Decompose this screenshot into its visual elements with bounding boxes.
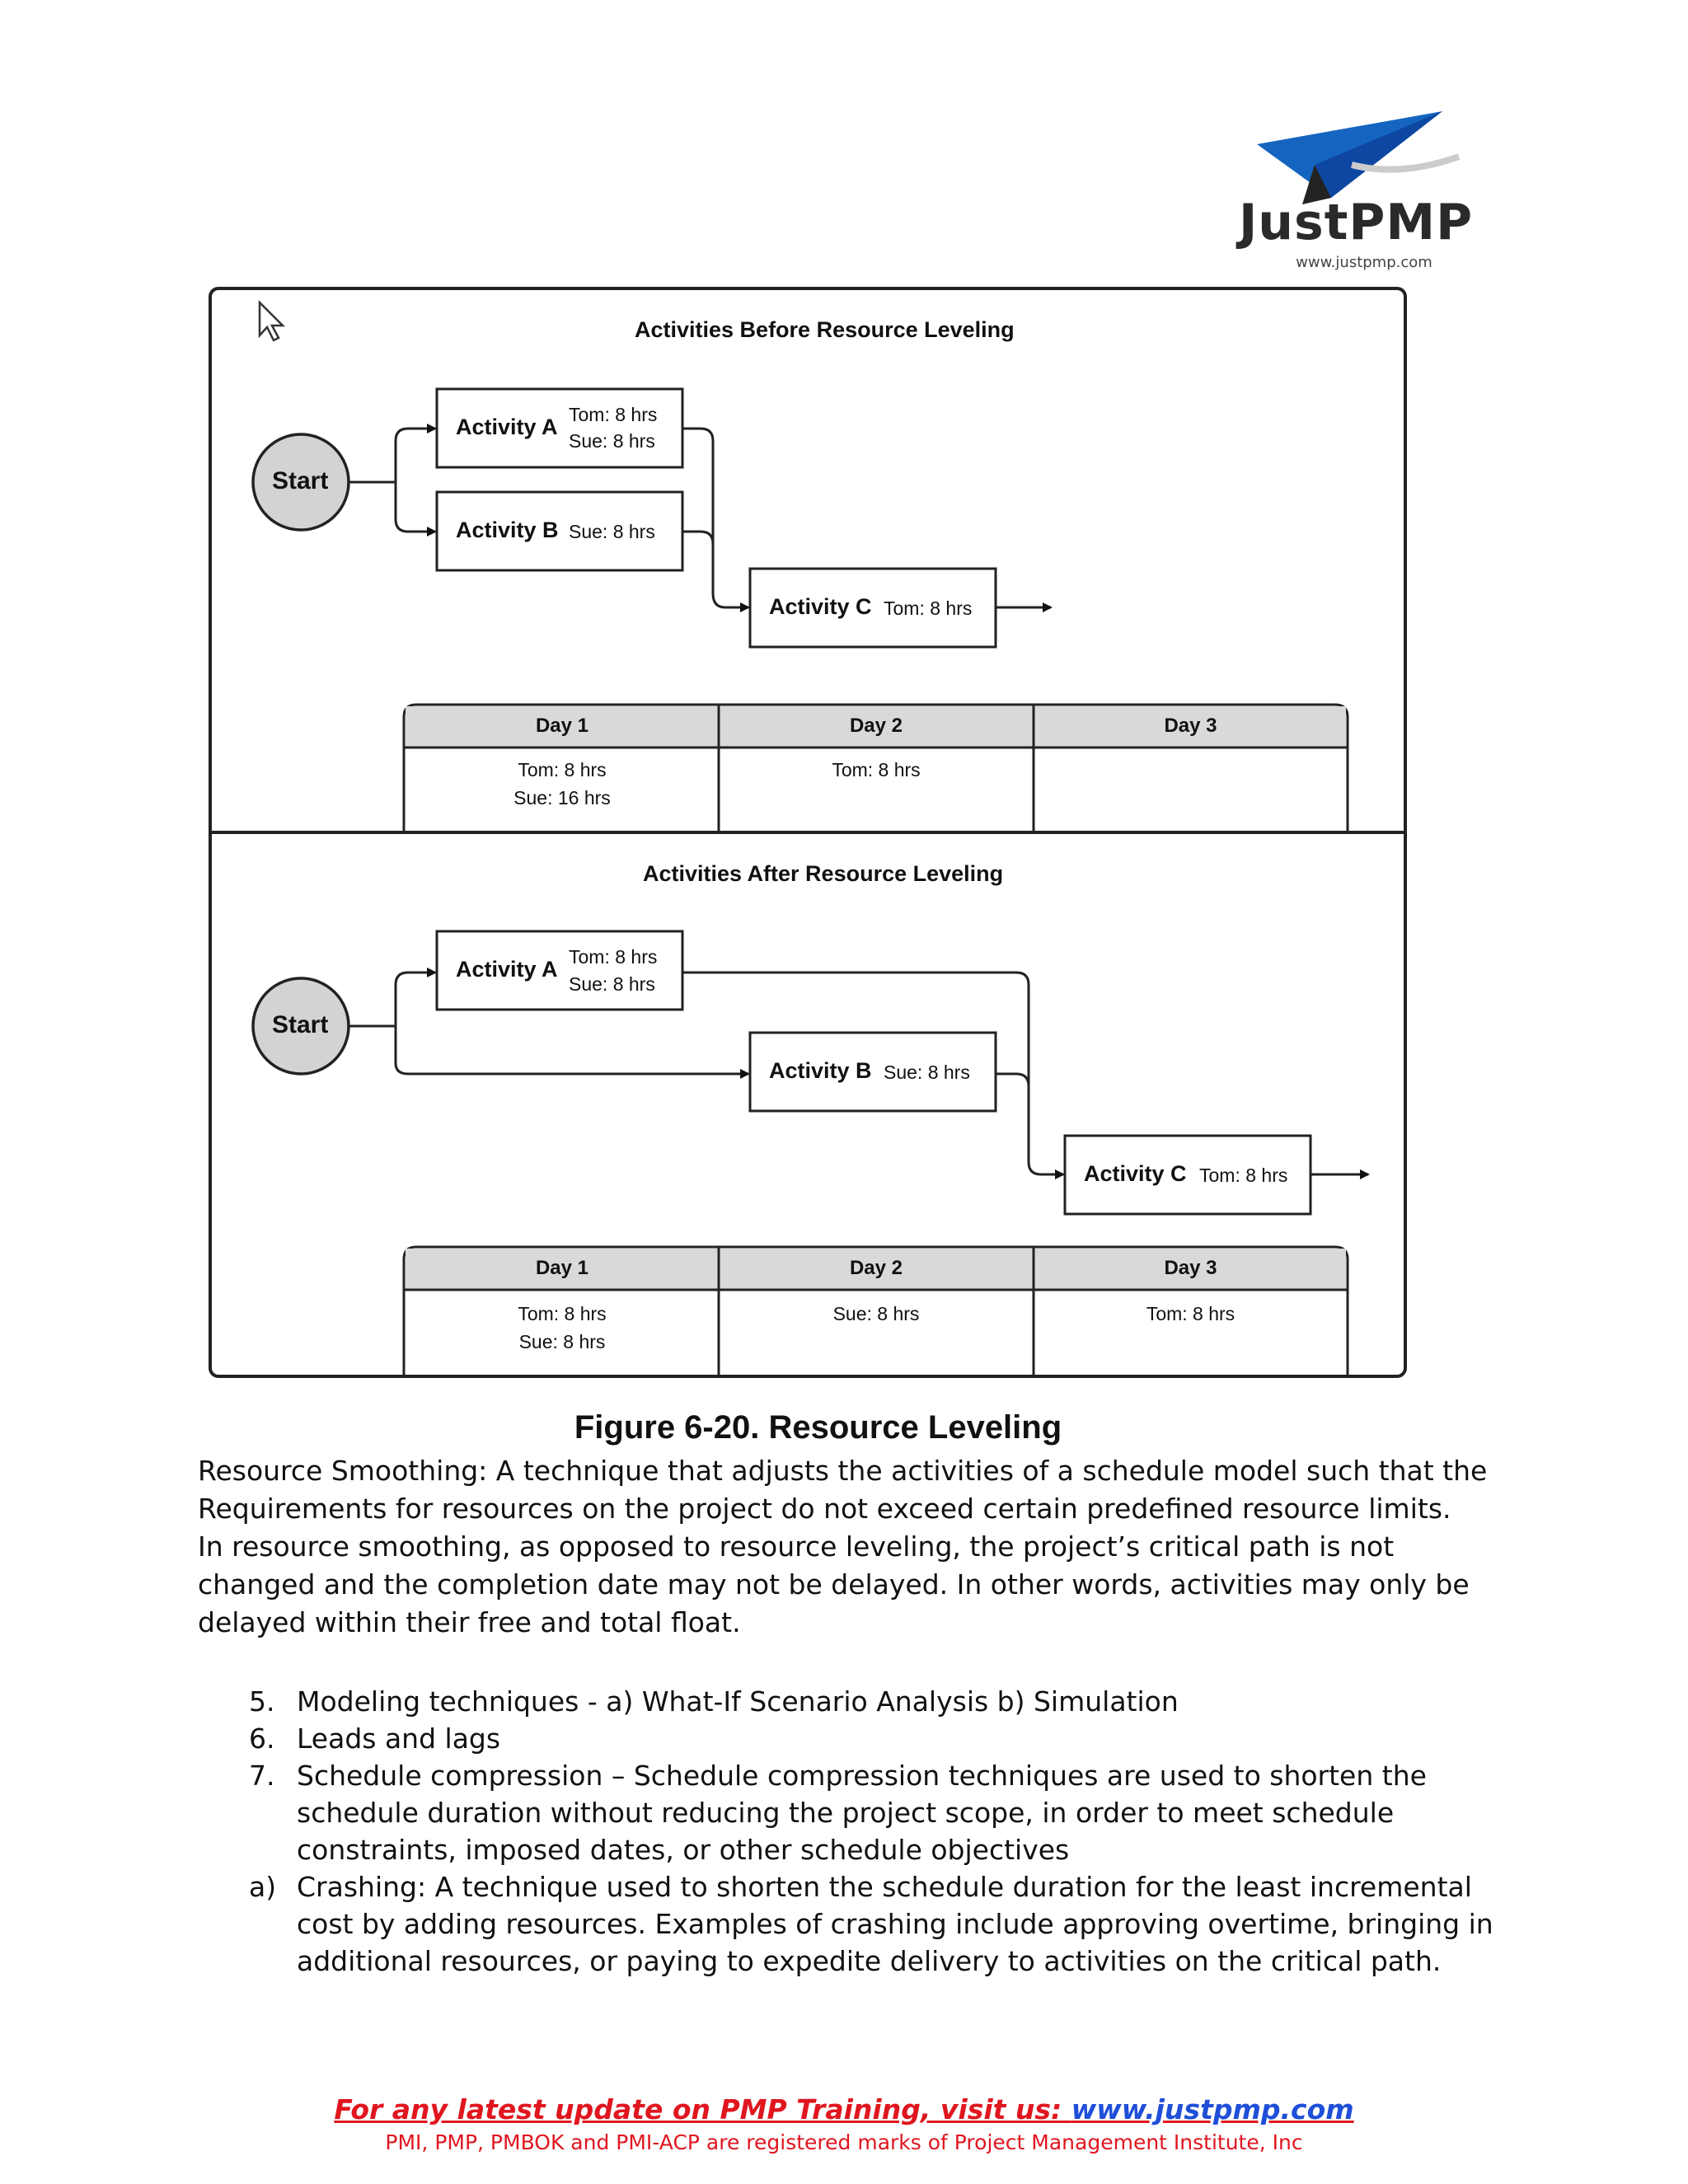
- paper-plane-icon: [1257, 111, 1461, 204]
- before-activity-c-name: Activity C: [769, 594, 872, 619]
- list-item: 6. Leads and lags: [198, 1720, 1517, 1757]
- page-footer: For any latest update on PMP Training, v…: [0, 2093, 1688, 2154]
- list-item: 7. Schedule compression – Schedule compr…: [198, 1757, 1517, 1868]
- after-activity-c-name: Activity C: [1084, 1161, 1187, 1186]
- before-activity-a-res-1: Tom: 8 hrs: [569, 404, 658, 425]
- list-item: a) Crashing: A technique used to shorten…: [198, 1868, 1517, 1980]
- list-item: 5. Modeling techniques - a) What-If Scen…: [198, 1683, 1517, 1720]
- after-activity-b-name: Activity B: [769, 1058, 872, 1083]
- after-title: Activities After Resource Leveling: [643, 861, 1004, 886]
- after-activity-a-res-2: Sue: 8 hrs: [569, 973, 655, 995]
- paragraph-smoothing-detail: In resource smoothing, as opposed to res…: [198, 1530, 1470, 1638]
- after-start-node: Start: [272, 1011, 329, 1038]
- before-activity-a-res-2: Sue: 8 hrs: [569, 430, 655, 452]
- before-start-node: Start: [272, 467, 329, 494]
- logo-name: JustPMP: [1238, 194, 1474, 251]
- before-activity-b-name: Activity B: [456, 518, 559, 542]
- paragraph-resource-smoothing: Resource Smoothing: A technique that adj…: [198, 1455, 1488, 1525]
- footer-promo: For any latest update on PMP Training, v…: [0, 2093, 1688, 2125]
- body-text: Resource Smoothing: A technique that adj…: [198, 1452, 1517, 1642]
- after-day1-header: Day 1: [535, 1257, 589, 1279]
- after-activity-b-res-1: Sue: 8 hrs: [884, 1062, 970, 1083]
- before-day1-line2: Sue: 16 hrs: [513, 787, 611, 808]
- after-day3-line1: Tom: 8 hrs: [1146, 1303, 1236, 1324]
- before-day1-line1: Tom: 8 hrs: [518, 759, 607, 780]
- list-marker: 7.: [249, 1760, 275, 1792]
- footer-trademark-notice: PMI, PMP, PMBOK and PMI-ACP are register…: [385, 2130, 1303, 2154]
- resource-leveling-figure: Activities Before Resource Leveling Star…: [206, 284, 1430, 1393]
- after-day1-line1: Tom: 8 hrs: [518, 1303, 607, 1324]
- list-item-text: Crashing: A technique used to shorten th…: [297, 1871, 1493, 1977]
- after-day2-line1: Sue: 8 hrs: [832, 1303, 920, 1324]
- list-item-text: Schedule compression – Schedule compress…: [297, 1760, 1427, 1866]
- before-day2-line1: Tom: 8 hrs: [832, 759, 921, 780]
- before-activity-a-name: Activity A: [456, 415, 558, 439]
- list-item-text: Leads and lags: [297, 1722, 501, 1755]
- logo-url: www.justpmp.com: [1296, 254, 1432, 271]
- list-item-text: Modeling techniques - a) What-If Scenari…: [297, 1685, 1179, 1718]
- list-marker: 5.: [249, 1685, 275, 1718]
- after-activity-a-res-1: Tom: 8 hrs: [569, 946, 658, 968]
- list-marker: a): [249, 1871, 277, 1903]
- before-activity-b-res-1: Sue: 8 hrs: [569, 521, 655, 542]
- after-day3-header: Day 3: [1164, 1257, 1217, 1279]
- after-day2-header: Day 2: [849, 1257, 903, 1279]
- before-day2-header: Day 2: [849, 715, 903, 737]
- before-day3-header: Day 3: [1164, 715, 1217, 737]
- after-activity-a-name: Activity A: [456, 957, 558, 982]
- footer-website-link[interactable]: www.justpmp.com: [1071, 2093, 1354, 2125]
- cursor-arrow-icon: [258, 299, 286, 342]
- list-marker: 6.: [249, 1722, 275, 1755]
- after-day1-line2: Sue: 8 hrs: [518, 1331, 606, 1352]
- footer-promo-text: For any latest update on PMP Training, v…: [334, 2093, 1071, 2125]
- after-activity-c-res-1: Tom: 8 hrs: [1199, 1165, 1288, 1186]
- before-activity-c-res-1: Tom: 8 hrs: [884, 598, 973, 619]
- justpmp-logo: JustPMP www.justpmp.com: [1220, 107, 1492, 280]
- technique-list: 5. Modeling techniques - a) What-If Scen…: [198, 1683, 1517, 1980]
- figure-caption: Figure 6-20. Resource Leveling: [574, 1409, 1062, 1446]
- before-day1-header: Day 1: [535, 715, 589, 737]
- before-title: Activities Before Resource Leveling: [635, 317, 1015, 342]
